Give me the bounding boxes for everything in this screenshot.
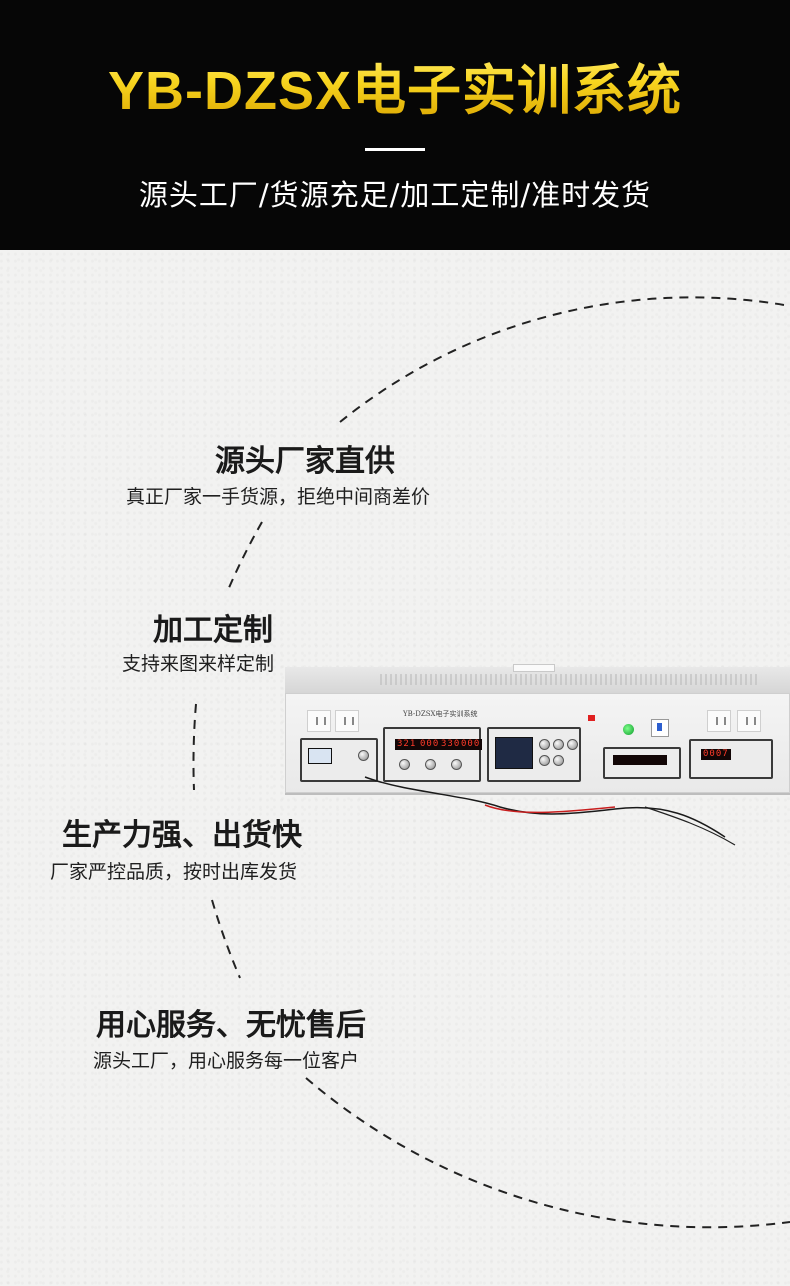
supply-readout: 000 — [459, 739, 483, 750]
knob-icon — [358, 750, 369, 761]
circuit-breaker-icon — [651, 719, 669, 737]
power-supply-module: 321 000 330 000 — [383, 727, 483, 782]
training-system-device-image: YB-DZSX电子实训系统 321 000 330 000 0007 — [285, 664, 790, 857]
power-outlet-icon — [335, 710, 359, 732]
knob-icon — [567, 739, 578, 750]
feature-title-service: 用心服务、无忧售后 — [96, 1008, 366, 1043]
supply-readout: 000 — [418, 739, 442, 750]
knob-icon — [539, 755, 550, 766]
generator-screen — [308, 748, 332, 764]
page-title: YB-DZSX电子实训系统 — [0, 46, 790, 125]
feature-desc-customization: 支持来图来样定制 — [122, 653, 275, 675]
device-handle — [513, 664, 555, 672]
power-outlet-icon — [307, 710, 331, 732]
knob-icon — [539, 739, 550, 750]
device-vent — [380, 674, 760, 685]
knob-icon — [399, 759, 410, 770]
power-button-icon — [623, 724, 634, 735]
feature-desc-production: 厂家严控品质，按时出库发货 — [50, 861, 298, 883]
indicator-light-icon — [588, 715, 595, 721]
knob-icon — [451, 759, 462, 770]
title-divider — [365, 148, 425, 151]
device-panel-label: YB-DZSX电子实训系统 — [403, 710, 478, 718]
oscilloscope-module — [487, 727, 581, 782]
feature-title-customization: 加工定制 — [153, 613, 273, 648]
feature-title-production: 生产力强、出货快 — [62, 818, 302, 853]
device-base — [285, 793, 790, 795]
feature-title-factory-direct: 源头厂家直供 — [215, 444, 395, 479]
knob-icon — [425, 759, 436, 770]
supply-readout: 330 — [439, 739, 463, 750]
power-outlet-icon — [737, 710, 761, 732]
feature-desc-service: 源头工厂，用心服务每一位客户 — [93, 1050, 360, 1072]
test-cable-icon — [364, 776, 736, 846]
page-subtitle: 源头工厂/货源充足/加工定制/准时发货 — [138, 178, 652, 212]
device-top-cover — [285, 664, 790, 694]
frequency-meter-module — [603, 747, 681, 779]
signal-generator-module — [300, 738, 378, 782]
meter-display — [613, 755, 667, 765]
knob-icon — [553, 739, 564, 750]
knob-icon — [553, 755, 564, 766]
header-banner: YB-DZSX电子实训系统 源头工厂/货源充足/加工定制/准时发货 — [0, 0, 790, 250]
counter-meter-module: 0007 — [689, 739, 773, 779]
power-outlet-icon — [707, 710, 731, 732]
oscilloscope-screen — [495, 737, 533, 769]
feature-desc-factory-direct: 真正厂家一手货源，拒绝中间商差价 — [126, 486, 431, 508]
counter-readout: 0007 — [701, 749, 731, 760]
supply-readout: 321 — [395, 739, 419, 750]
